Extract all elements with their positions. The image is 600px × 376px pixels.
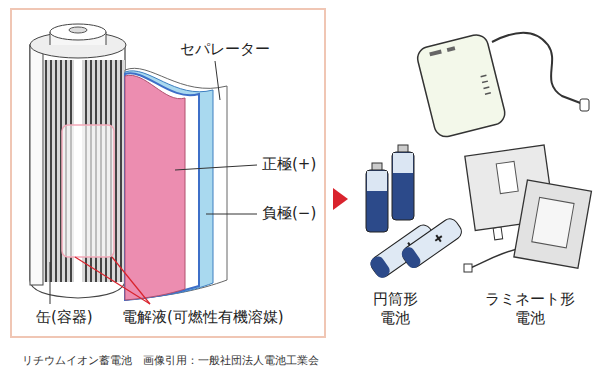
leader-line xyxy=(75,257,150,304)
power-bank xyxy=(415,32,507,139)
plus-mark xyxy=(433,233,444,244)
port xyxy=(447,46,456,52)
part-label: 缶(容器) xyxy=(36,308,93,326)
electrolyte-window xyxy=(62,125,114,257)
plug xyxy=(580,99,589,111)
positive-sheet xyxy=(125,75,185,300)
battery xyxy=(366,170,388,232)
terminal xyxy=(69,27,87,33)
laminate-body xyxy=(514,180,592,268)
led xyxy=(481,75,487,76)
part-label: セパレーター xyxy=(180,40,270,58)
electrode-roll xyxy=(44,60,125,282)
leader-line xyxy=(175,165,257,170)
can-body xyxy=(30,45,125,298)
cylindrical-batteries xyxy=(366,145,465,280)
port xyxy=(429,50,442,57)
arrow-symbol xyxy=(333,188,348,210)
led xyxy=(484,87,490,88)
label-area xyxy=(496,161,518,193)
battery-type-label: ラミネート形 電池 xyxy=(483,290,576,328)
caption: リチウムイオン蓄電池 画像引用：一般社団法人電池工業会 xyxy=(22,354,319,367)
battery-cell xyxy=(30,24,227,300)
battery-band xyxy=(367,171,387,191)
connector xyxy=(464,264,472,272)
cap-top xyxy=(50,24,106,40)
power-bank-body xyxy=(415,32,507,139)
negative-sheet xyxy=(125,71,213,300)
separator-sheet xyxy=(125,68,227,300)
part-label: 負極(−) xyxy=(262,204,316,222)
battery-end xyxy=(399,245,422,270)
diagram-panel: セパレーター正極(+) 負極(−) 缶(容器) 電解液(可燃性有機溶媒) xyxy=(10,8,326,338)
battery-body xyxy=(399,216,464,271)
tab xyxy=(493,227,503,240)
battery-end xyxy=(368,254,392,280)
wire xyxy=(470,248,522,268)
leader-lines xyxy=(50,61,257,304)
battery xyxy=(399,216,464,271)
part-label: 正極(+) xyxy=(262,155,316,173)
laminate-batteries xyxy=(464,145,591,272)
leader-line xyxy=(50,262,51,304)
battery-band xyxy=(393,153,413,173)
battery xyxy=(392,152,414,220)
battery-type-label: 円筒形 電池 xyxy=(371,290,419,328)
led xyxy=(482,81,488,82)
label-area xyxy=(532,197,574,247)
part-label: 電解液(可燃性有機溶媒) xyxy=(122,308,284,326)
leader-line xyxy=(215,61,220,100)
cable xyxy=(492,33,583,104)
leader-line xyxy=(112,257,150,304)
separator-sheet xyxy=(125,73,199,300)
laminate-cell xyxy=(514,180,592,268)
led xyxy=(485,93,491,94)
can-wall xyxy=(30,45,43,285)
leader-line xyxy=(206,214,257,215)
